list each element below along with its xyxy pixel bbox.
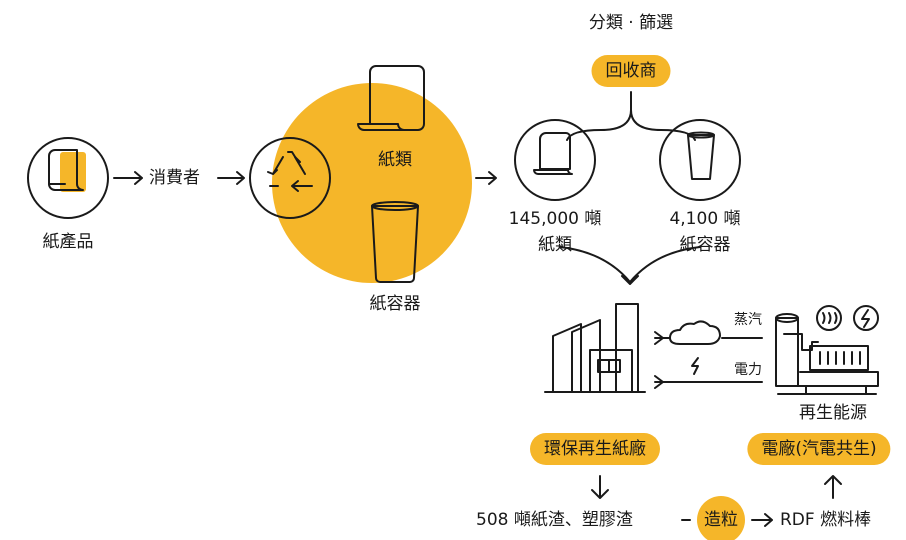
label-pelletizing: 造粒	[704, 510, 738, 530]
paper-mill-icon	[544, 303, 646, 393]
container-tonnage-icon	[659, 119, 741, 201]
paper-sheet-icon	[357, 65, 425, 131]
merge-arrow	[559, 246, 701, 285]
big-accent-circle	[272, 83, 472, 283]
arrow-to-rdf	[681, 513, 773, 527]
power-plant-icon	[775, 305, 879, 395]
label-steam: 蒸汽	[734, 312, 762, 328]
label-electricity: 電力	[734, 362, 762, 378]
electricity-arrow	[654, 357, 763, 389]
paper-mill-pill: 環保再生紙廠	[530, 433, 660, 465]
label-paper-products: 紙產品	[42, 232, 94, 252]
label-renewable-energy: 再生能源	[799, 403, 867, 423]
label-consumer: 消費者	[149, 168, 200, 188]
label-container-tonnage: 4,100 噸	[669, 209, 741, 229]
arrow-to-consumer	[113, 171, 143, 185]
arrow-to-recycle	[217, 171, 245, 185]
recycle-icon	[249, 137, 331, 219]
arrow-to-residue	[591, 475, 609, 499]
split-line-right	[630, 109, 696, 141]
arrow-to-power-plant	[824, 475, 842, 499]
power-plant-pill: 電廠(汽電共生)	[747, 433, 891, 465]
split-line-left	[566, 91, 632, 141]
label-container-tonnage-type: 紙容器	[679, 235, 731, 255]
label-paper-tonnage-type: 紙類	[538, 235, 572, 255]
pelletizing-circle	[697, 496, 745, 540]
steam-arrow	[654, 320, 763, 345]
recycler-pill: 回收商	[591, 55, 671, 87]
paper-cup-icon	[371, 201, 419, 283]
label-paper-tonnage: 145,000 噸	[508, 209, 602, 229]
arrow-to-recycler	[475, 171, 497, 185]
label-paper-container: 紙容器	[369, 294, 421, 314]
label-paper-in-circle: 紙類	[378, 150, 412, 170]
label-rdf: RDF 燃料棒	[780, 510, 872, 530]
paper-products-icon	[27, 137, 109, 219]
label-sorting: 分類 · 篩選	[588, 13, 674, 33]
label-residue: 508 噸紙渣、塑膠渣	[476, 510, 633, 530]
paper-tonnage-icon	[514, 119, 596, 201]
